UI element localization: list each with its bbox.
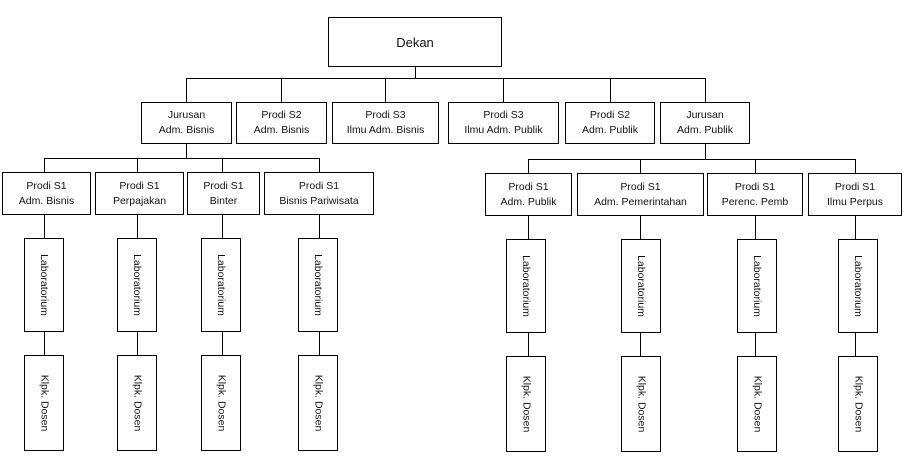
node-klpk-dosen: Klpk. Dosen bbox=[737, 356, 777, 452]
node-prodi-s2-adm-publik: Prodi S2 Adm. Publik bbox=[565, 102, 655, 144]
node-jurusan-adm-bisnis: Jurusan Adm. Bisnis bbox=[141, 102, 232, 144]
node-jurusan-adm-publik: Jurusan Adm. Publik bbox=[660, 102, 750, 144]
node-label: Prodi S2 Adm. Publik bbox=[581, 109, 639, 136]
node-laboratorium: Laboratorium bbox=[117, 238, 157, 332]
node-laboratorium: Laboratorium bbox=[201, 238, 241, 332]
node-label: Laboratorium bbox=[635, 255, 647, 317]
node-label: Prodi S1 Adm. Publik bbox=[500, 180, 557, 208]
node-label: Prodi S3 Ilmu Adm. Publik bbox=[464, 109, 543, 136]
node-label: Klpk. Dosen bbox=[852, 375, 864, 433]
node-prodi-s1-perpajakan: Prodi S1 Perpajakan bbox=[95, 172, 184, 215]
node-label: Klpk. Dosen bbox=[215, 374, 227, 432]
node-prodi-s3-ilmu-adm-publik: Prodi S3 Ilmu Adm. Publik bbox=[448, 102, 559, 144]
node-label: Laboratorium bbox=[38, 254, 50, 316]
node-label: Klpk. Dosen bbox=[38, 374, 50, 432]
node-label: Laboratorium bbox=[131, 254, 143, 316]
node-label: Laboratorium bbox=[852, 255, 864, 317]
node-label: Laboratorium bbox=[520, 255, 532, 317]
node-dekan: Dekan bbox=[328, 17, 502, 67]
node-laboratorium: Laboratorium bbox=[838, 239, 878, 333]
node-label: Klpk. Dosen bbox=[635, 375, 647, 433]
node-label: Klpk. Dosen bbox=[751, 375, 763, 433]
node-label: Klpk. Dosen bbox=[520, 375, 532, 433]
node-laboratorium: Laboratorium bbox=[621, 239, 661, 333]
node-prodi-s1-perenc-pemb: Prodi S1 Perenc. Pemb bbox=[707, 173, 803, 216]
node-prodi-s1-adm-pemerintahan: Prodi S1 Adm. Pemerintahan bbox=[577, 173, 704, 216]
node-klpk-dosen: Klpk. Dosen bbox=[201, 355, 241, 451]
node-label: Prodi S1 Perpajakan bbox=[112, 179, 167, 207]
node-prodi-s1-bisnis-pariwisata: Prodi S1 Bisnis Pariwisata bbox=[264, 172, 374, 215]
node-laboratorium: Laboratorium bbox=[24, 238, 64, 332]
node-label: Prodi S1 Perenc. Pemb bbox=[721, 180, 789, 208]
node-klpk-dosen: Klpk. Dosen bbox=[621, 356, 661, 452]
node-label: Prodi S1 Adm. Pemerintahan bbox=[594, 180, 687, 208]
node-label: Klpk. Dosen bbox=[131, 374, 143, 432]
node-klpk-dosen: Klpk. Dosen bbox=[838, 356, 878, 452]
node-laboratorium: Laboratorium bbox=[506, 239, 546, 333]
node-klpk-dosen: Klpk. Dosen bbox=[117, 355, 157, 451]
node-label: Klpk. Dosen bbox=[312, 374, 324, 432]
node-label: Jurusan Adm. Publik bbox=[676, 109, 734, 136]
node-label: Prodi S1 Binter bbox=[203, 179, 244, 207]
node-prodi-s1-adm-publik: Prodi S1 Adm. Publik bbox=[485, 173, 572, 216]
node-label: Laboratorium bbox=[312, 254, 324, 316]
node-klpk-dosen: Klpk. Dosen bbox=[24, 355, 64, 451]
node-prodi-s2-adm-bisnis: Prodi S2 Adm. Bisnis bbox=[236, 102, 327, 144]
node-prodi-s1-adm-bisnis: Prodi S1 Adm. Bisnis bbox=[2, 172, 91, 215]
node-label: Prodi S2 Adm. Bisnis bbox=[253, 109, 310, 136]
node-laboratorium: Laboratorium bbox=[737, 239, 777, 333]
node-klpk-dosen: Klpk. Dosen bbox=[506, 356, 546, 452]
node-label: Jurusan Adm. Bisnis bbox=[158, 109, 215, 136]
node-prodi-s1-binter: Prodi S1 Binter bbox=[187, 172, 260, 215]
node-label: Dekan bbox=[396, 34, 434, 50]
node-label: Prodi S1 Bisnis Pariwisata bbox=[279, 179, 359, 207]
node-label: Laboratorium bbox=[215, 254, 227, 316]
node-label: Laboratorium bbox=[751, 255, 763, 317]
node-klpk-dosen: Klpk. Dosen bbox=[298, 355, 338, 451]
node-prodi-s1-ilmu-perpus: Prodi S1 Ilmu Perpus bbox=[808, 173, 902, 216]
node-prodi-s3-ilmu-adm-bisnis: Prodi S3 Ilmu Adm. Bisnis bbox=[332, 102, 439, 144]
node-label: Prodi S3 Ilmu Adm. Bisnis bbox=[346, 109, 425, 136]
node-laboratorium: Laboratorium bbox=[298, 238, 338, 332]
node-label: Prodi S1 Adm. Bisnis bbox=[18, 179, 75, 207]
node-label: Prodi S1 Ilmu Perpus bbox=[826, 180, 884, 208]
